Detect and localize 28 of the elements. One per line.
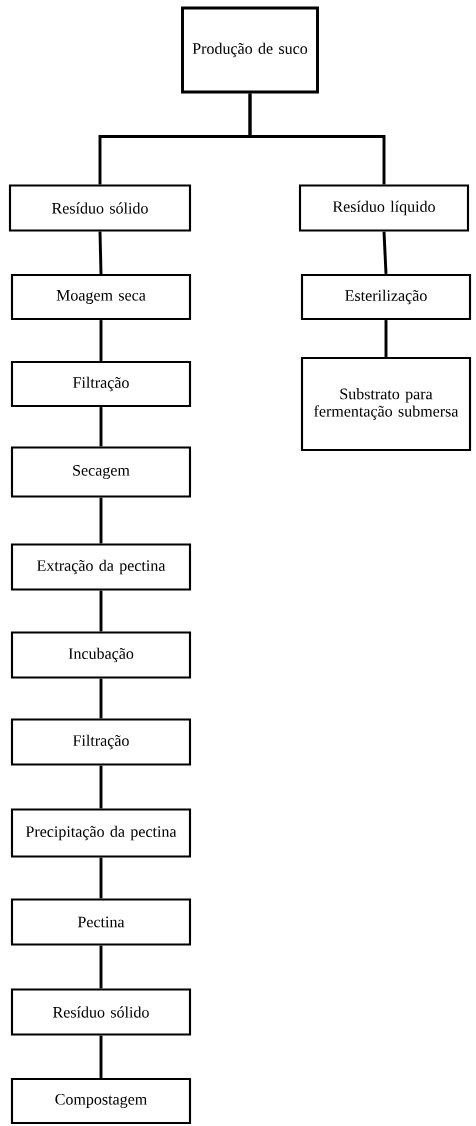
process-box: Filtração xyxy=(10,360,192,408)
connector-line xyxy=(99,765,103,809)
connector-line xyxy=(99,857,103,899)
connector-line xyxy=(248,93,386,185)
process-box: Incubação xyxy=(10,631,192,679)
connector-line xyxy=(99,945,103,989)
connector-line xyxy=(99,590,103,632)
process-box: Secagem xyxy=(10,446,192,498)
process-box: Extração da pectina xyxy=(10,543,192,591)
process-box: Filtração xyxy=(10,718,192,766)
process-box: Resíduo sólido xyxy=(8,184,192,232)
connector-line xyxy=(382,231,388,274)
connector-line xyxy=(98,231,103,274)
process-box: Substrato para fermentação submersa xyxy=(300,356,472,452)
connector-line xyxy=(99,497,103,544)
process-box: Precipitação da pectina xyxy=(10,808,192,858)
process-box: Pectina xyxy=(10,898,192,946)
connector-line xyxy=(99,407,103,447)
connector-line xyxy=(99,320,103,361)
process-box: Produção de suco xyxy=(181,6,319,94)
connector-line xyxy=(384,320,388,357)
process-box: Compostagem xyxy=(10,1077,192,1125)
process-box: Moagem seca xyxy=(10,273,192,321)
process-box: Resíduo líquido xyxy=(298,184,470,232)
connector-line xyxy=(99,1035,103,1078)
process-box: Esterilização xyxy=(300,273,472,321)
connector-line xyxy=(99,678,103,719)
process-box: Resíduo sólido xyxy=(10,988,192,1036)
